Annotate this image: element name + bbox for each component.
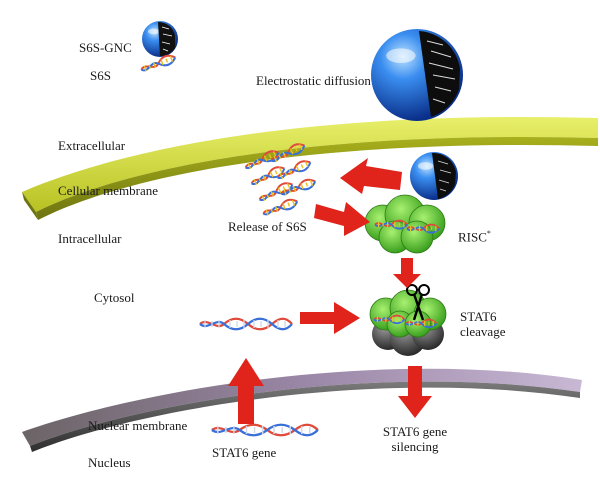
nucleus-label: Nucleus <box>88 455 131 470</box>
stat6-silencing-label: STAT6 gene silencing <box>372 424 458 454</box>
extracellular-label: Extracellular <box>58 138 126 153</box>
arrow-to-risc <box>314 202 370 236</box>
arrows <box>228 158 432 424</box>
legend-gnc-particle <box>142 21 178 57</box>
arrow-release-left <box>340 158 402 194</box>
entering-gnc-nanoparticle <box>410 152 458 200</box>
large-gnc-nanoparticle <box>371 29 463 121</box>
arrow-mrna-right <box>300 302 360 334</box>
electrostatic-diffusion-label: Electrostatic diffusion <box>256 73 371 88</box>
stat6-cleavage-line2: cleavage <box>460 324 506 339</box>
stat6-gene-label: STAT6 gene <box>212 445 277 460</box>
risc-label-text: RISC <box>458 229 487 245</box>
cleavage-complex <box>369 289 447 356</box>
stat6-gene-strand <box>210 423 320 437</box>
release-s6s-label: Release of S6S <box>228 219 307 234</box>
arrow-silencing-down <box>398 366 432 418</box>
arrow-risc-down <box>393 258 421 288</box>
stat6-silencing-line1: STAT6 gene <box>382 424 448 439</box>
legend-s6s-label: S6S <box>90 68 111 83</box>
nuclear-membrane-label: Nuclear membrane <box>88 418 188 433</box>
stat6-cleavage-line1: STAT6 <box>460 309 497 324</box>
intracellular-label: Intracellular <box>58 231 122 246</box>
cellular-membrane <box>22 116 598 220</box>
scissors-icon <box>406 284 430 321</box>
stat6-mrna-strand <box>198 317 294 331</box>
nuclear-membrane <box>22 368 582 452</box>
stat6-silencing-line2: silencing <box>391 439 439 454</box>
legend-gnc-label: S6S-GNC <box>79 40 132 55</box>
risc-label: RISC* <box>458 226 491 244</box>
arrow-gene-up <box>228 358 264 424</box>
risc-complex <box>364 194 446 254</box>
cellular-membrane-label: Cellular membrane <box>58 183 158 198</box>
cytosol-label: Cytosol <box>94 290 135 305</box>
stat6-cleavage-label: STAT6 cleavage <box>460 309 505 339</box>
risc-asterisk: * <box>486 229 491 238</box>
